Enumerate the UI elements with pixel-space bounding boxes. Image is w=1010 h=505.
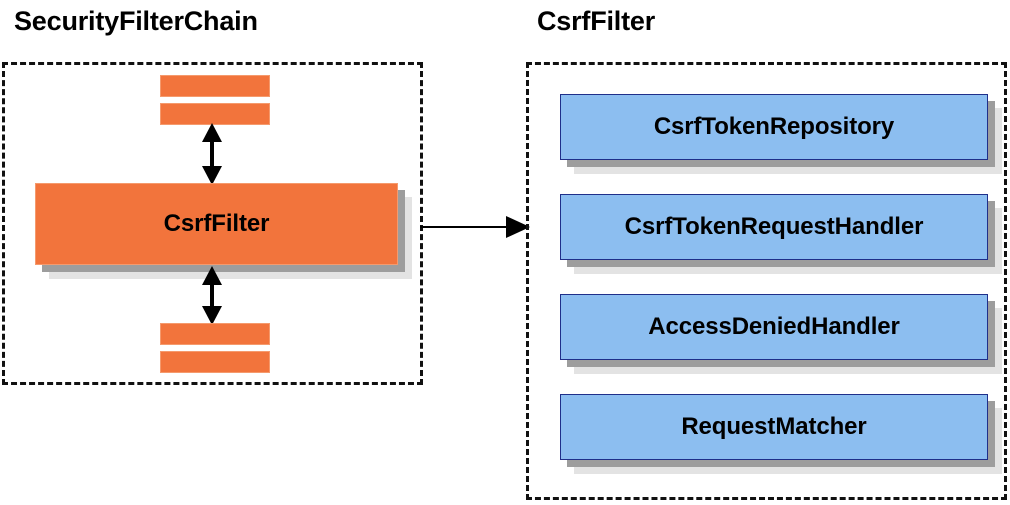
filter-bar-above-2: [160, 103, 270, 125]
panel-title-csrf-filter: CsrfFilter: [537, 6, 656, 36]
component-face: CsrfFilter: [35, 183, 398, 265]
arrow-csrffilter-to-upper-filters: [202, 123, 222, 185]
filter-bar-above-1: [160, 75, 270, 97]
filter-bar-below-1: [160, 323, 270, 345]
component-face: RequestMatcher: [560, 394, 988, 460]
component-csrftokenrepository[interactable]: CsrfTokenRepository: [560, 94, 1002, 174]
component-csrffilter[interactable]: CsrfFilter: [35, 183, 412, 279]
component-label: AccessDeniedHandler: [648, 313, 900, 340]
component-requestmatcher[interactable]: RequestMatcher: [560, 394, 1002, 474]
panel-security-filter-chain: [2, 62, 423, 385]
component-label: RequestMatcher: [681, 413, 867, 440]
component-label: CsrfTokenRequestHandler: [624, 213, 924, 240]
component-accessdeniedhandler[interactable]: AccessDeniedHandler: [560, 294, 1002, 374]
component-csrftokenrequesthandler[interactable]: CsrfTokenRequestHandler: [560, 194, 1002, 274]
panel-csrf-filter: [526, 62, 1007, 500]
panel-title-security-filter-chain: SecurityFilterChain: [14, 6, 258, 36]
component-face: AccessDeniedHandler: [560, 294, 988, 360]
filter-bar-below-2: [160, 351, 270, 373]
component-face: CsrfTokenRequestHandler: [560, 194, 988, 260]
arrow-csrffilter-to-lower-filters: [202, 266, 222, 325]
component-face: CsrfTokenRepository: [560, 94, 988, 160]
arrow-csrffilter-to-detail-panel: [420, 216, 530, 238]
component-label: CsrfFilter: [163, 210, 270, 237]
component-label: CsrfTokenRepository: [653, 113, 895, 140]
